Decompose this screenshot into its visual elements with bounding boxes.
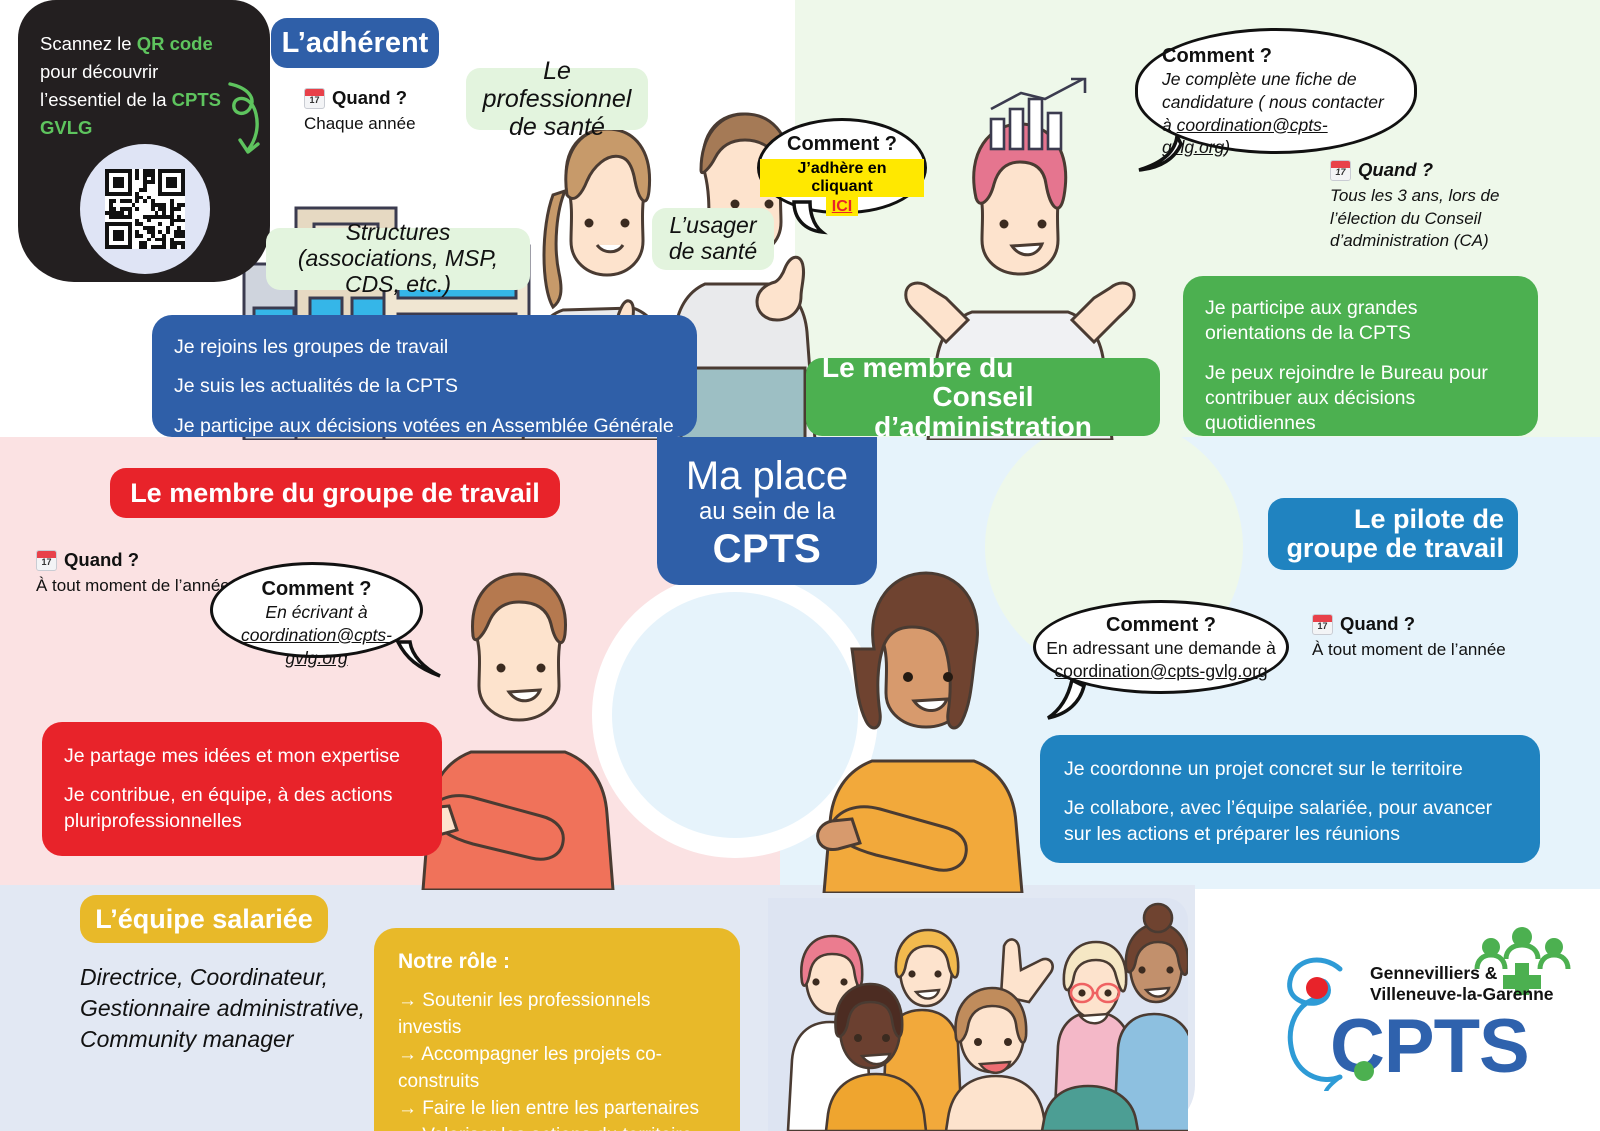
bubble-ca-body: Je complète une fiche de candidature ( n… bbox=[1162, 68, 1394, 159]
center-title-line1: Ma place bbox=[685, 454, 849, 499]
qr-line3-prefix: l’essentiel de la bbox=[40, 89, 172, 111]
equipe-salariee-roles: Directrice, Coordinateur, Gestionnaire a… bbox=[80, 964, 366, 1052]
infobox-pilote-groupe-travail: Je coordonne un projet concret sur le te… bbox=[1040, 735, 1540, 863]
notre-role-item-3: → Faire le lien entre les partenaires bbox=[398, 1097, 699, 1119]
ca-when-block: Quand ? Tous les 3 ans, lors de l’électi… bbox=[1330, 158, 1545, 253]
infobox-adherent-point-3: Je participe aux décisions votées en Ass… bbox=[174, 414, 674, 437]
notre-role-title: Notre rôle : bbox=[398, 950, 511, 973]
bubble-adherent: Comment ? J’adhère en cliquant ICI bbox=[757, 118, 927, 216]
bubble-adherent-text: J’adhère en cliquant bbox=[760, 159, 924, 197]
badge-pilote-line1: Le pilote de bbox=[1353, 504, 1504, 535]
badge-pilote-groupe-travail: Le pilote de groupe de travail bbox=[1268, 498, 1518, 570]
bubble-ca-tail-icon bbox=[1138, 134, 1183, 172]
badge-ca-line1: Le membre du bbox=[822, 351, 1014, 383]
mgt-when-label: Quand ? bbox=[64, 549, 140, 570]
qr-panel: Scannez le QR code pour découvrir l’esse… bbox=[18, 0, 270, 282]
bubble-adherent-link[interactable]: ICI bbox=[825, 197, 859, 216]
illustration-working-group-leader bbox=[810, 545, 1040, 893]
badge-pilote-line2: groupe de travail bbox=[1286, 533, 1504, 563]
ca-when-title: Quand ? bbox=[1330, 158, 1545, 183]
infobox-adherent-point-2: Je suis les actualités de la CPTS bbox=[174, 375, 458, 398]
logo-town-line2: Villeneuve-la-Garenne bbox=[1370, 984, 1554, 1005]
infobox-mgt-point-1: Je partage mes idées et mon expertise bbox=[64, 745, 401, 767]
bubble-pilote-body: En adressant une demande à bbox=[1046, 638, 1276, 658]
bubble-adherent-tail bbox=[792, 200, 828, 235]
bubble-ca-title: Comment ? bbox=[1162, 45, 1272, 67]
logo-town-name: Gennevilliers & Villeneuve-la-Garenne bbox=[1370, 963, 1580, 1006]
bubble-mgt-body: En écrivant à bbox=[265, 602, 368, 622]
bubble-mgt-email[interactable]: coordination@cpts-gvlg.org bbox=[240, 624, 393, 668]
infobox-mgt-point-2: Je contribue, en équipe, à des actions p… bbox=[64, 784, 393, 832]
infobox-ca-point-1: Je participe aux grandes orientations de… bbox=[1205, 297, 1418, 345]
mgt-when-value: À tout moment de l’année bbox=[36, 575, 230, 595]
badge-adherent: L’adhérent bbox=[271, 18, 439, 68]
qr-line4: GVLG bbox=[40, 117, 93, 139]
logo-town-line1: Gennevilliers & bbox=[1370, 963, 1498, 983]
label-usager-sante: L’usager de santé bbox=[652, 208, 774, 270]
mgt-when-title: Quand ? bbox=[36, 548, 251, 573]
bubble-ca-tail: ) bbox=[1224, 137, 1231, 158]
qr-code-icon[interactable] bbox=[105, 169, 185, 249]
label-professionnel-sante: Le professionnel de santé bbox=[466, 57, 648, 141]
infobox-adherent: Je rejoins les groupes de travail Je sui… bbox=[152, 315, 697, 437]
adherent-when-block: Quand ? Chaque année bbox=[304, 86, 494, 136]
pilote-when-block: Quand ? À tout moment de l’année bbox=[1312, 612, 1532, 662]
qr-line1-prefix: Scannez le bbox=[40, 33, 137, 54]
qr-line1-highlight: QR code bbox=[136, 33, 213, 54]
infobox-ca-point-2: Je peux rejoindre le Bureau pour contrib… bbox=[1205, 361, 1488, 435]
badge-conseil-administration: Le membre du Conseil d’administration bbox=[806, 352, 1160, 441]
infobox-pilote-point-1: Je coordonne un projet concret sur le te… bbox=[1064, 758, 1463, 780]
bubble-membre-groupe-travail: Comment ? En écrivant à coordination@cpt… bbox=[210, 562, 423, 668]
pilote-when-value: À tout moment de l’année bbox=[1312, 639, 1506, 659]
adherent-when-title: Quand ? bbox=[304, 86, 494, 111]
infobox-notre-role: Notre rôle : → Soutenir les professionne… bbox=[374, 928, 740, 1131]
bubble-pilote-groupe-travail: Comment ? En adressant une demande à coo… bbox=[1033, 600, 1289, 694]
decorative-circle-blue bbox=[612, 592, 858, 838]
bubble-pilote-title: Comment ? bbox=[1106, 614, 1216, 636]
qr-line2: pour découvrir bbox=[40, 61, 159, 83]
ca-when-value: Tous les 3 ans, lors de l’élection du Co… bbox=[1330, 185, 1500, 251]
bubble-pilote-tail-icon bbox=[1046, 678, 1087, 720]
mgt-when-block: Quand ? À tout moment de l’année bbox=[36, 548, 251, 598]
calendar-icon bbox=[1312, 613, 1333, 635]
infobox-pilote-point-2: Je collabore, avec l’équipe salariée, po… bbox=[1064, 797, 1493, 845]
curved-arrow-icon bbox=[228, 82, 260, 154]
badge-equipe-salariee: L’équipe salariée bbox=[80, 895, 328, 943]
badge-ca-line2: Conseil d’administration bbox=[874, 381, 1092, 442]
people-cross-icon bbox=[1474, 927, 1571, 995]
bubble-mgt-title: Comment ? bbox=[261, 578, 372, 600]
bubble-ca-text: Je complète une fiche de candidature ( n… bbox=[1162, 69, 1384, 135]
green-dot-icon bbox=[1354, 1061, 1374, 1081]
ca-when-label: Quand ? bbox=[1358, 159, 1434, 180]
notre-role-item-4: → Valoriser les actions du territoire bbox=[398, 1123, 716, 1131]
illustration-team-group bbox=[768, 898, 1188, 1131]
illustration-growth-chart bbox=[985, 75, 1100, 155]
qr-line3-highlight: CPTS bbox=[171, 89, 221, 111]
notre-role-item-2: → Accompagner les projets co-construits bbox=[398, 1043, 663, 1092]
center-title-line3: CPTS bbox=[712, 526, 822, 571]
qr-code-backdrop bbox=[80, 144, 210, 274]
bubble-pilote-email[interactable]: coordination@cpts-gvlg.org bbox=[1054, 660, 1268, 681]
adherent-when-label: Quand ? bbox=[332, 87, 408, 108]
bubble-mgt-tail-icon bbox=[396, 640, 441, 678]
pilote-when-label: Quand ? bbox=[1340, 613, 1416, 634]
red-dot-icon bbox=[1306, 977, 1328, 999]
adherent-when-value: Chaque année bbox=[304, 113, 416, 133]
qr-instruction-text: Scannez le QR code pour découvrir l’esse… bbox=[40, 30, 240, 142]
notre-role-item-1: → Soutenir les professionnels investis bbox=[398, 990, 651, 1038]
bubble-adherent-title: Comment ? bbox=[787, 133, 897, 155]
calendar-icon bbox=[1330, 159, 1351, 181]
calendar-icon bbox=[36, 549, 57, 571]
label-structures: Structures (associations, MSP, CDS, etc.… bbox=[266, 219, 530, 297]
infobox-adherent-point-1: Je rejoins les groupes de travail bbox=[174, 336, 449, 358]
notre-role-list: → Soutenir les professionnels investis →… bbox=[398, 988, 716, 1131]
badge-membre-groupe-travail: Le membre du groupe de travail bbox=[110, 468, 560, 518]
infobox-conseil-administration: Je participe aux grandes orientations de… bbox=[1183, 276, 1538, 436]
calendar-icon bbox=[304, 87, 325, 109]
center-title-line2: au sein de la bbox=[698, 498, 836, 526]
center-title: Ma place au sein de la CPTS bbox=[657, 437, 877, 585]
pilote-when-title: Quand ? bbox=[1312, 612, 1532, 637]
infobox-membre-groupe-travail: Je partage mes idées et mon expertise Je… bbox=[42, 722, 442, 856]
cpts-logo: Gennevilliers & Villeneuve-la-Garenne CP… bbox=[1282, 925, 1572, 1100]
